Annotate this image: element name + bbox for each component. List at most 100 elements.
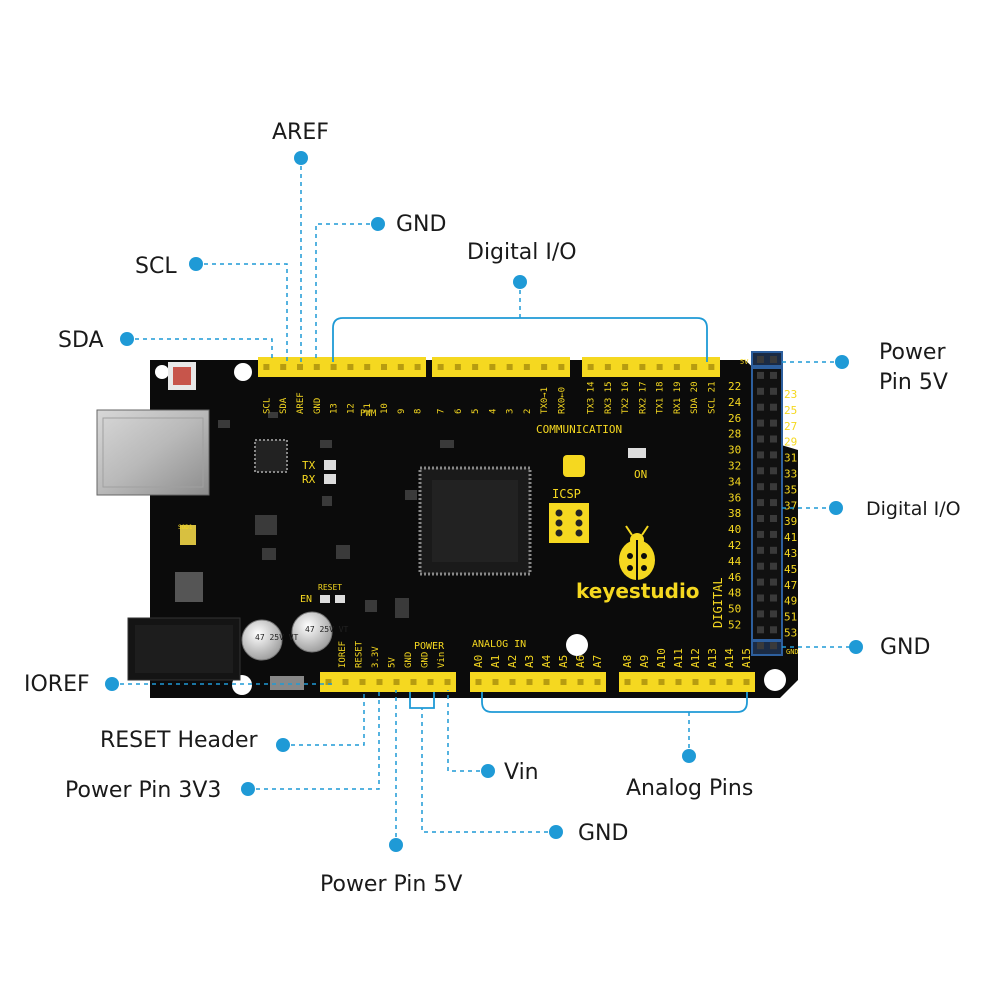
capacitor-label: 47 25V VT	[305, 625, 349, 634]
header-pin	[492, 679, 499, 685]
digital-pin-number: 41	[784, 531, 797, 544]
top-header-2	[432, 357, 570, 377]
analog-pin-label: A4	[540, 654, 553, 668]
header-pin	[604, 364, 611, 370]
header-pin	[475, 679, 482, 685]
header-pin	[770, 546, 777, 554]
header-pin	[757, 626, 764, 634]
digital-pin-number: 23	[784, 388, 797, 401]
power-label: POWER	[414, 641, 445, 652]
header-pin	[587, 364, 594, 370]
analog-pin-label: A3	[523, 655, 536, 668]
header-pin	[770, 530, 777, 538]
header-pin	[541, 364, 548, 370]
header-pin	[297, 364, 303, 370]
header-pin	[397, 364, 404, 370]
header-pin	[770, 642, 777, 650]
callout-dot	[682, 749, 696, 763]
top-pin-label: SCL	[262, 398, 272, 414]
mounting-hole	[234, 363, 252, 381]
header-pin	[757, 546, 764, 554]
callout-sda: SDA	[58, 328, 104, 353]
header-pin	[726, 679, 733, 685]
digital-pin-number: 24	[728, 396, 742, 409]
top-pin-label: 2	[523, 409, 533, 414]
digital-pin-number: 49	[784, 595, 797, 608]
board: 47 25V VT 47 25V VT TX	[96, 351, 799, 698]
digital-pin-number: 39	[784, 515, 797, 528]
top-pin-label: RX1 19	[673, 381, 683, 414]
header-pin	[770, 387, 777, 395]
digital-pin-number: 51	[784, 611, 797, 624]
callout-power-5v-right: Power	[879, 340, 946, 365]
callout-ioref: IOREF	[24, 672, 90, 697]
header-pin	[757, 403, 764, 411]
analog-pin-label: A1	[489, 655, 502, 668]
top-headers	[258, 357, 720, 377]
analog-pin-label: A2	[506, 655, 519, 668]
header-pin	[757, 530, 764, 538]
gnd-bottom-bracket	[409, 692, 435, 709]
header-pin	[376, 679, 383, 685]
header-pin	[770, 578, 777, 586]
digital-pin-number: 26	[728, 412, 741, 425]
analog-header-2	[619, 672, 755, 692]
callout-dot	[389, 838, 403, 852]
communication-label: COMMUNICATION	[536, 423, 622, 436]
vin-leader	[447, 690, 488, 772]
gnd-bottom-leader	[421, 708, 556, 833]
analog-pin-label: A5	[557, 655, 570, 668]
top-pin-label: 8	[414, 409, 424, 414]
power-pin-label: IOREF	[338, 641, 348, 668]
header-pin	[757, 642, 764, 650]
top-pin-label: SDA	[279, 397, 289, 414]
digital-label: DIGITAL	[711, 577, 725, 628]
digital-pin-number: 36	[728, 491, 741, 504]
top-pin-label: 5	[471, 409, 481, 414]
header-pin	[313, 364, 320, 370]
analog-pin-label: A10	[655, 648, 668, 668]
mounting-hole	[764, 669, 786, 691]
top-pin-label: AREF	[296, 392, 306, 414]
top-pin-label: RX2 17	[638, 381, 648, 414]
header-pin	[770, 451, 777, 459]
digital-pin-number: 50	[728, 603, 741, 616]
header-pin	[757, 451, 764, 459]
scl-leader	[196, 263, 288, 362]
header-pin	[757, 483, 764, 491]
power-pin-label: GND	[421, 652, 431, 668]
top-pin-label: 6	[454, 409, 464, 414]
callout-scl: SCL	[135, 254, 177, 279]
header-pin	[757, 419, 764, 427]
usb-chip	[254, 439, 288, 473]
callout-dot	[294, 151, 308, 165]
analog-in-label: ANALOG IN	[472, 639, 526, 650]
en-label: EN	[300, 594, 312, 605]
power-3v3-leader	[248, 690, 380, 790]
callout-gnd-right: GND	[880, 635, 930, 660]
gnd-top-leader	[315, 223, 378, 362]
callout-dot	[849, 640, 863, 654]
callout-dot	[829, 501, 843, 515]
header-pin	[280, 364, 287, 370]
analog-pin-label: A6	[574, 655, 587, 668]
header-pin	[325, 679, 332, 685]
callout-gnd-top: GND	[396, 212, 446, 237]
header-pin	[656, 364, 663, 370]
header-pin	[757, 435, 764, 443]
right-header-gnd-label: GND	[786, 648, 799, 656]
digital-pin-number: 43	[784, 547, 797, 560]
callout-power-3v3: Power Pin 3V3	[65, 778, 221, 803]
on-label: ON	[634, 468, 647, 481]
header-pin	[770, 562, 777, 570]
digital-io-top-bracket	[332, 317, 708, 362]
digital-pin-number: 53	[784, 627, 797, 640]
analog-pins-bracket	[481, 692, 748, 713]
header-pin	[675, 679, 682, 685]
callout-dot	[120, 332, 134, 346]
callout-dot	[276, 738, 290, 752]
header-pin	[757, 578, 764, 586]
